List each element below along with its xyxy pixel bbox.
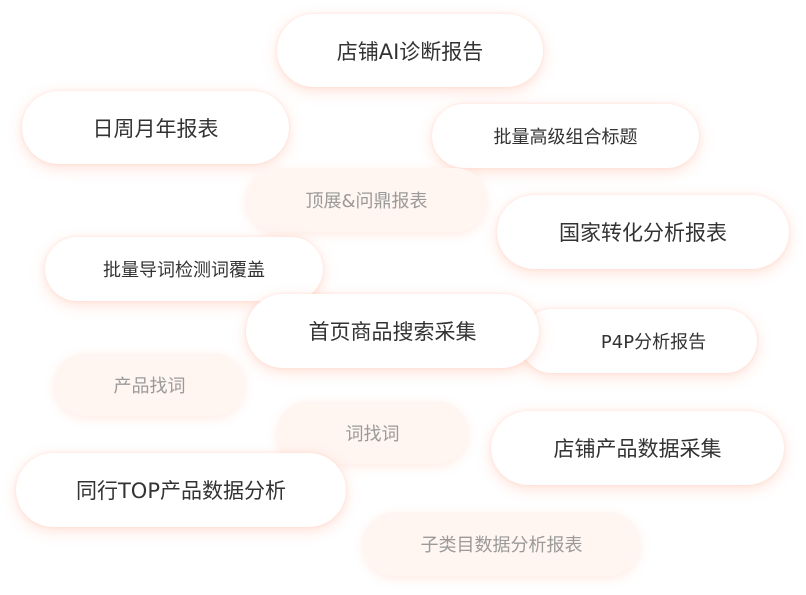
tag-label: 词找词	[345, 423, 400, 445]
tag-subcategory-report[interactable]: 子类目数据分析报表	[363, 512, 640, 576]
tag-product-keywords[interactable]: 产品找词	[54, 353, 245, 416]
tag-store-product-data[interactable]: 店铺产品数据采集	[491, 411, 784, 485]
tag-top-display-report[interactable]: 顶展&问鼎报表	[246, 168, 487, 232]
tag-competitor-top-analysis[interactable]: 同行TOP产品数据分析	[16, 453, 346, 527]
tag-label: 产品找词	[113, 375, 186, 397]
tag-periodic-reports[interactable]: 日周月年报表	[22, 91, 289, 164]
tag-label: 国家转化分析报表	[559, 221, 727, 245]
tag-label: 同行TOP产品数据分析	[75, 479, 287, 503]
tag-label: P4P分析报告	[600, 332, 707, 353]
tag-label: 首页商品搜索采集	[308, 320, 477, 344]
tag-label: 顶展&问鼎报表	[305, 191, 428, 212]
tag-batch-title-combo[interactable]: 批量高级组合标题	[432, 104, 699, 168]
tag-p4p-report[interactable]: P4P分析报告	[520, 309, 757, 373]
tag-homepage-product-search[interactable]: 首页商品搜索采集	[246, 294, 539, 368]
tag-batch-keyword-coverage[interactable]: 批量导词检测词覆盖	[45, 237, 323, 301]
tag-country-conversion-report[interactable]: 国家转化分析报表	[497, 195, 789, 269]
tag-label: 日周月年报表	[92, 116, 219, 141]
tag-label: 子类目数据分析报表	[420, 535, 583, 556]
tag-label: 批量导词检测词覆盖	[103, 260, 265, 281]
tag-store-ai-diagnosis[interactable]: 店铺AI诊断报告	[277, 14, 543, 87]
tag-label: 店铺AI诊断报告	[336, 39, 484, 64]
tag-label: 店铺产品数据采集	[553, 437, 722, 461]
tag-label: 批量高级组合标题	[493, 127, 638, 148]
